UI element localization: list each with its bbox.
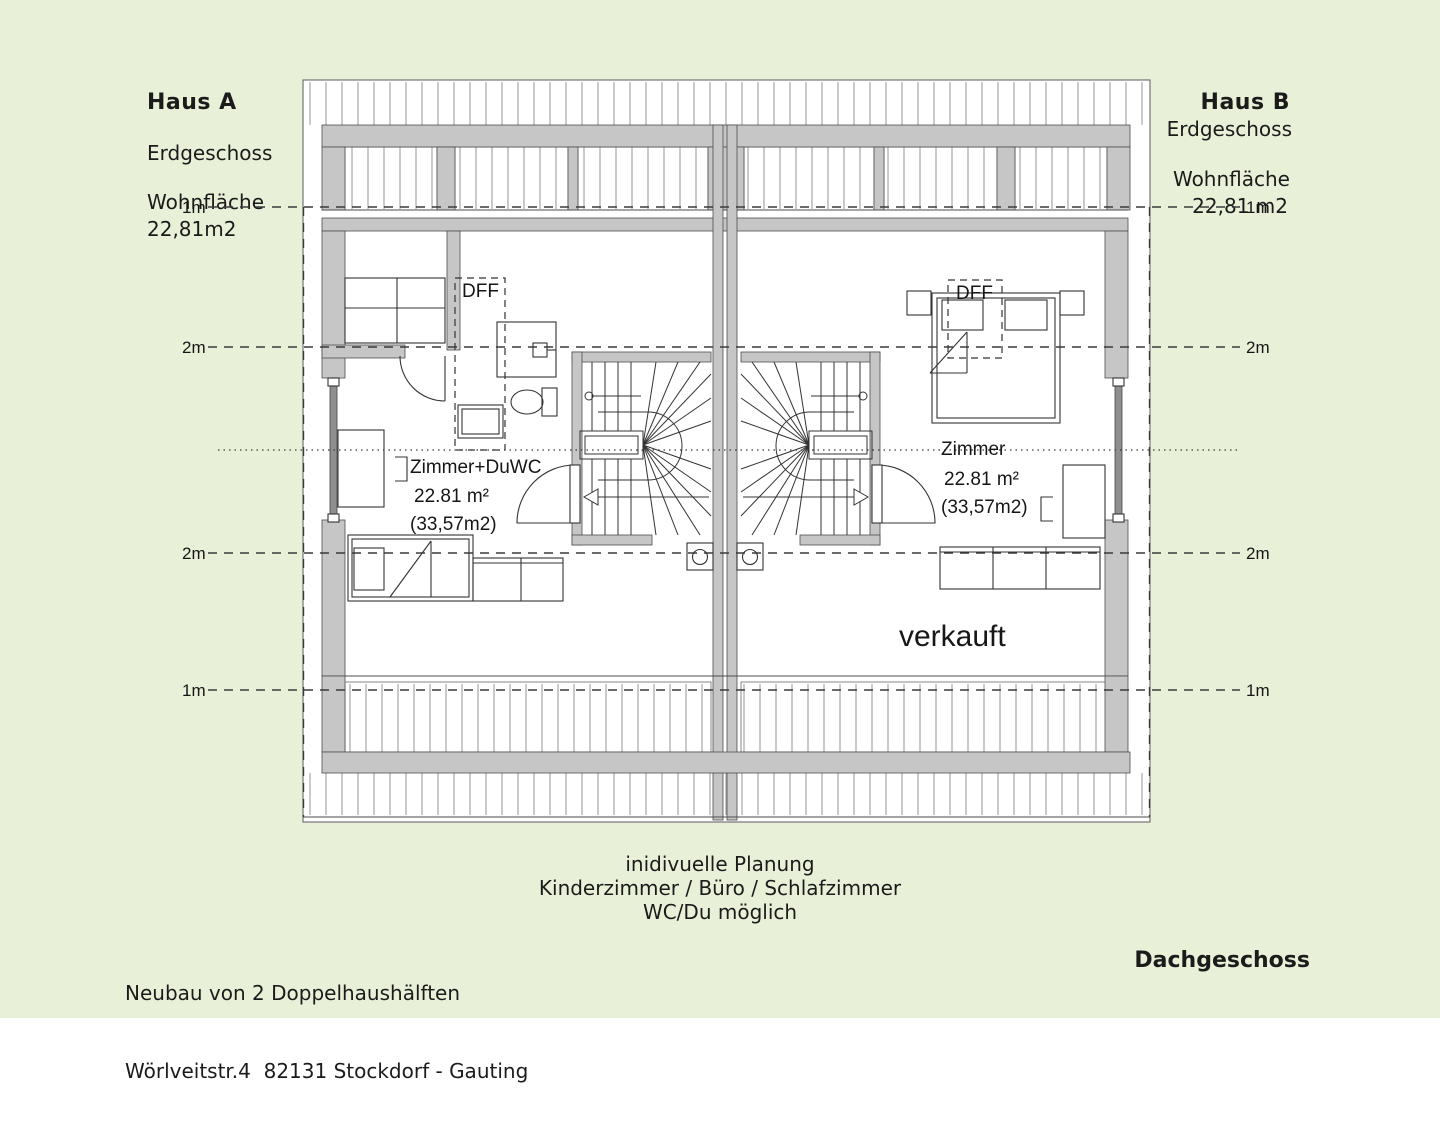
wardrobe (1062, 464, 1106, 539)
windows (327, 377, 1125, 523)
dff-outline-b (947, 279, 1003, 359)
door-arc-duwc (399, 355, 446, 402)
sideboard-b (939, 546, 1101, 590)
stair-haus-a (579, 361, 712, 536)
nightstand (1059, 290, 1085, 316)
dff-label-a: DFF (462, 281, 499, 302)
walls (303, 124, 1150, 821)
room-area-b: 22.81 m² (944, 469, 1019, 490)
haus-b-area-label: Wohnfläche (1172, 167, 1290, 191)
wall-duwc (446, 230, 461, 351)
closet (344, 277, 446, 344)
dff-outline-a (454, 277, 506, 451)
roof-hatch-top-outer (309, 82, 1143, 125)
stair-arrow-right (853, 488, 870, 506)
doors (399, 355, 936, 524)
planning-note-line3: WC/Du möglich (642, 900, 798, 924)
floor-plan: DFF DFF Zimmer+DuWC 22.81 m² (33,57m2) Z… (182, 79, 1270, 823)
dim-right-1m-top: 1m (1246, 198, 1270, 217)
furniture-haus-a (337, 277, 564, 602)
page: Haus A Erdgeschoss Wohnfläche 22,81m2 Ha… (0, 0, 1440, 1083)
dim-left-2m-bottom: 2m (182, 544, 206, 563)
dimension-lines (208, 206, 1240, 817)
haus-a-title: Haus A (147, 90, 237, 115)
project-info-line2: Wörlveitstr.4 82131 Stockdorf - Gauting (125, 1059, 529, 1083)
roof-hatch-a3 (583, 147, 697, 209)
stair-haus-b (740, 361, 873, 536)
wall-bottom-band (321, 751, 1131, 774)
pillow (353, 547, 385, 591)
dim-left-1m-bottom: 1m (182, 681, 206, 700)
dim-right-2m-top: 2m (1246, 338, 1270, 357)
plan-labels: DFF DFF Zimmer+DuWC 22.81 m² (33,57m2) Z… (182, 198, 1270, 700)
haus-a-floor: Erdgeschoss (147, 141, 273, 165)
roof-hatch-b1 (747, 147, 861, 209)
window-right (1114, 383, 1123, 515)
project-info-line1: Neubau von 2 Doppelhaushälften (125, 981, 461, 1005)
dim-right-1m-bottom: 1m (1246, 681, 1270, 700)
room-name-b: Zimmer (941, 439, 1006, 460)
room-name-a: Zimmer+DuWC (410, 457, 541, 478)
planning-note: inidivuelle Planung Kinderzimmer / Büro … (0, 852, 1440, 924)
room-area-alt-b: (33,57m2) (941, 497, 1028, 518)
door-stair-a (516, 464, 576, 524)
roof-hatch-b3 (1019, 147, 1101, 209)
haus-b-area-value: 22,81 m2 (1192, 194, 1288, 218)
pillow (1004, 299, 1048, 331)
roof-hatch-bottom-b (743, 684, 1097, 752)
pillow (941, 299, 984, 331)
cabinet (337, 429, 385, 508)
dim-left-1m-top: 1m (182, 198, 206, 217)
roof-hatch-a2 (459, 147, 557, 209)
shower (457, 404, 504, 439)
room-area-a: 22.81 m² (414, 486, 489, 507)
wall-top-band (321, 124, 1131, 148)
project-info: Neubau von 2 Doppelhaushälften Wörlveits… (125, 928, 528, 1136)
roof-hatch-b2 (887, 147, 985, 209)
dim-right-2m-bottom: 2m (1246, 544, 1270, 563)
window-left (329, 383, 338, 515)
dim-left-2m-top: 2m (182, 338, 206, 357)
haus-a-area-value: 22,81m2 (147, 217, 237, 241)
bed-double (931, 292, 1061, 424)
chimneys (686, 542, 764, 571)
sideboard-a (472, 557, 564, 602)
roof-hatch-bottom-outer (309, 773, 1143, 815)
haus-a-area-label: Wohnfläche (147, 190, 265, 214)
stair-arrow-left (582, 488, 599, 506)
haus-b-floor: Erdgeschoss (1166, 117, 1292, 141)
dff-label-b: DFF (956, 283, 993, 304)
roof-hatch-bottom-a (349, 684, 703, 752)
room-area-alt-a: (33,57m2) (410, 514, 497, 535)
party-wall (712, 124, 724, 821)
status-verkauft: verkauft (899, 620, 1006, 653)
roof-hatch-a1 (351, 147, 433, 209)
haus-b-title: Haus B (1200, 90, 1290, 115)
toilet (541, 387, 558, 417)
furniture-haus-b (906, 290, 1106, 590)
floor-title: Dachgeschoss (1134, 948, 1310, 973)
planning-note-line2: Kinderzimmer / Büro / Schlafzimmer (538, 876, 902, 900)
planning-note-line1: inidivuelle Planung (625, 852, 815, 876)
nightstand (906, 290, 932, 316)
door-stair-b (876, 464, 936, 524)
wall-room-top (321, 217, 1129, 232)
